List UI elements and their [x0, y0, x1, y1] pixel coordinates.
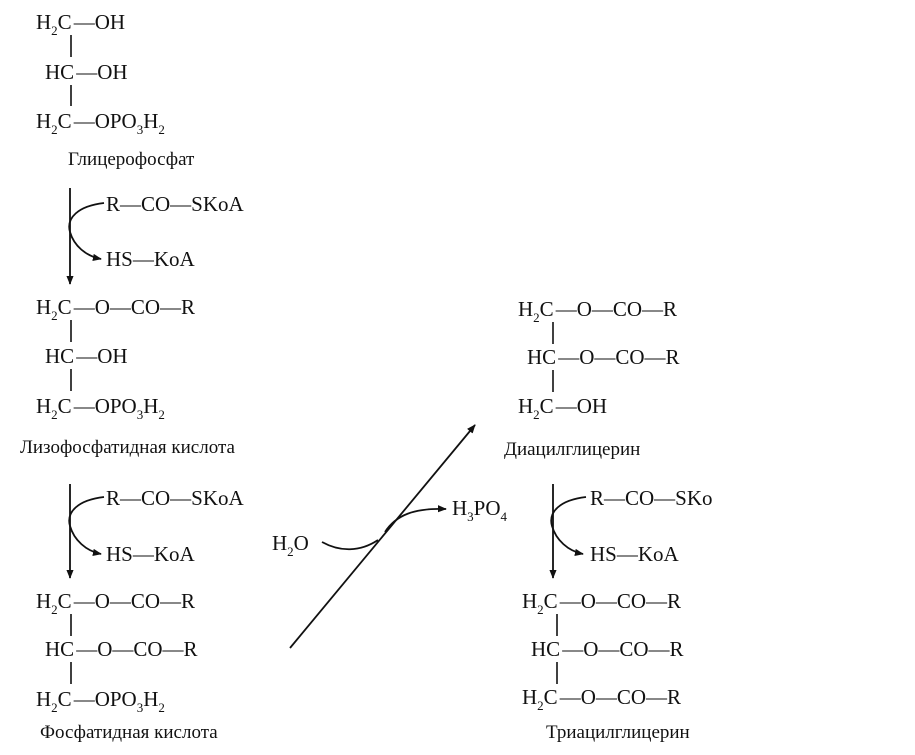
- dephosphorylation-step: H2O H3PO4: [272, 424, 508, 649]
- lysophosphatidic-row2: HC—OH: [45, 344, 128, 368]
- reaction-arrow: [289, 424, 476, 649]
- diacylglycerol-structure: H2C—O—CO—R HC—O—CO—R H2C—OH Диацилглицер…: [504, 297, 680, 460]
- glycerophosphate-structure: H2C—OH HC—OH H2C—OPO3H2 Глицерофосфат: [36, 10, 195, 170]
- lysophosphatidic-structure: H2C—O—CO—R HC—OH H2C—OPO3H2 Лизофосфатид…: [20, 295, 235, 458]
- cofactor-arrow: [68, 496, 105, 556]
- coa-product: HS—KoA: [106, 247, 196, 271]
- acyl-coa-reagent: R—CO—SKo: [590, 486, 713, 510]
- phosphatidic-structure: H2C—O—CO—R HC—O—CO—R H2C—OPO3H2 Фосфатид…: [36, 589, 218, 743]
- cofactor-arrow: [550, 496, 587, 556]
- phosphoric-acid-product: H3PO4: [452, 496, 508, 524]
- coa-product: HS—KoA: [106, 542, 196, 566]
- glycerophosphate-row3: H2C—OPO3H2: [36, 109, 165, 137]
- coa-product: HS—KoA: [590, 542, 680, 566]
- phosphatidic-row3: H2C—OPO3H2: [36, 687, 165, 715]
- acyl-coa-reagent: R—CO—SKoA: [106, 192, 245, 216]
- triacylglycerol-structure: H2C—O—CO—R HC—O—CO—R H2C—O—CO—R Триацилг…: [522, 589, 690, 743]
- diacylglycerol-row3: H2C—OH: [518, 394, 607, 422]
- diacylglycerol-row2: HC—O—CO—R: [527, 345, 680, 369]
- phosphatidic-row2: HC—O—CO—R: [45, 637, 198, 661]
- phosphatidic-row1: H2C—O—CO—R: [36, 589, 195, 617]
- triacylglycerol-row2: HC—O—CO—R: [531, 637, 684, 661]
- glycerophosphate-label: Глицерофосфат: [68, 149, 195, 170]
- acylation-step-3: R—CO—SKo HS—KoA: [549, 484, 713, 579]
- acylation-step-2: R—CO—SKoA HS—KoA: [66, 484, 245, 579]
- acyl-coa-reagent: R—CO—SKoA: [106, 486, 245, 510]
- acylation-step-1: R—CO—SKoA HS—KoA: [66, 188, 245, 285]
- triacylglycerol-row1: H2C—O—CO—R: [522, 589, 681, 617]
- lysophosphatidic-label: Лизофосфатидная кислота: [20, 437, 235, 458]
- triacylglycerol-row3: H2C—O—CO—R: [522, 685, 681, 713]
- glycerophosphate-row2: HC—OH: [45, 60, 128, 84]
- lysophosphatidic-row3: H2C—OPO3H2: [36, 394, 165, 422]
- phosphate-out-arrow: [384, 505, 447, 533]
- diacylglycerol-row1: H2C—O—CO—R: [518, 297, 677, 325]
- triacylglycerol-label: Триацилглицерин: [546, 722, 690, 743]
- water-in-curve: [321, 539, 379, 551]
- lysophosphatidic-row1: H2C—O—CO—R: [36, 295, 195, 323]
- cofactor-arrow: [68, 202, 105, 261]
- phosphatidic-label: Фосфатидная кислота: [40, 722, 218, 743]
- diacylglycerol-label: Диацилглицерин: [504, 439, 640, 460]
- water-reagent: H2O: [272, 531, 309, 559]
- glycerophosphate-row1: H2C—OH: [36, 10, 125, 38]
